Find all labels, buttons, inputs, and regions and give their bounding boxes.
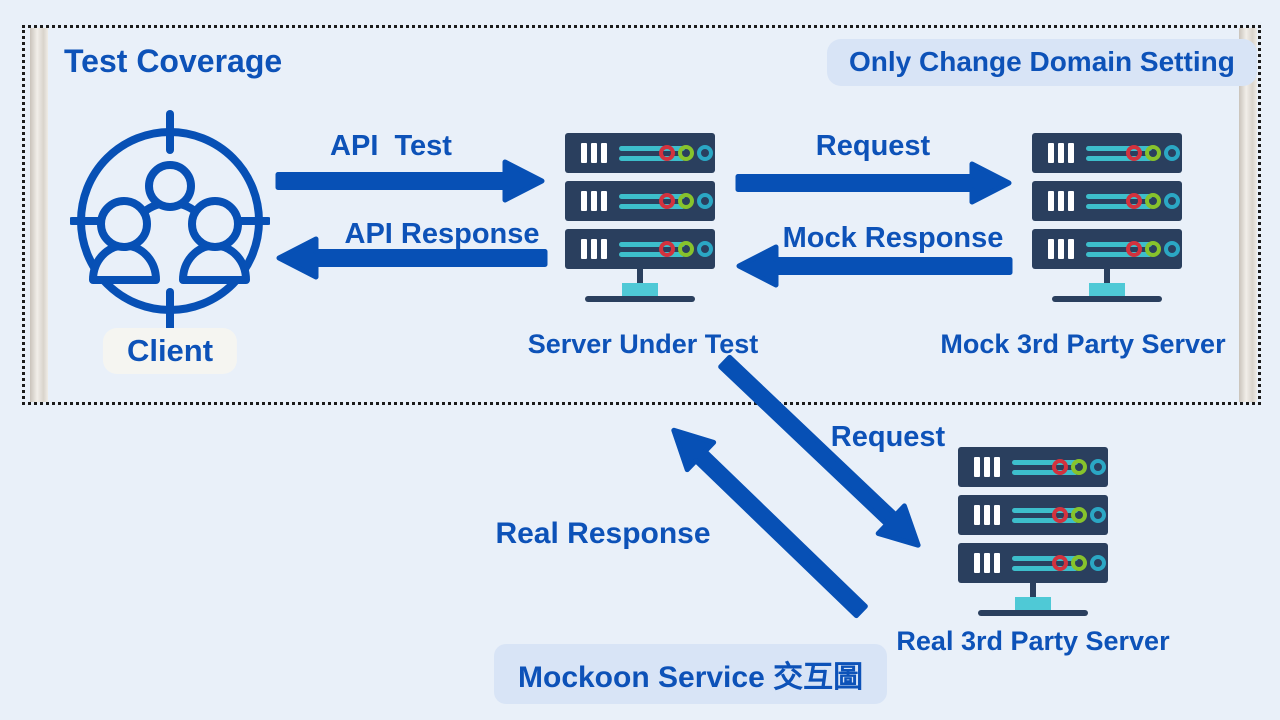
paper-edge-left (30, 28, 48, 402)
mock-server-label: Mock 3rd Party Server (940, 329, 1226, 359)
server-under-test-icon (565, 133, 715, 305)
domain-setting-badge: Only Change Domain Setting (827, 39, 1257, 86)
api-test-arrow-label: API Test (330, 130, 452, 162)
request-to-mock-arrow (735, 160, 1012, 206)
real-response-arrow (656, 412, 879, 630)
diagram-caption: Mockoon Service 交互圖 (494, 644, 888, 704)
request-to-mock-arrow-label: Request (815, 130, 931, 162)
real-server-label: Real 3rd Party Server (896, 626, 1170, 656)
api-test-arrow (275, 158, 545, 204)
request-to-real-arrow (707, 343, 936, 564)
mock-response-arrow (736, 243, 1013, 289)
client-label: Client (102, 328, 238, 374)
api-response-arrow (276, 235, 548, 281)
mock-3rd-party-server-icon (1032, 133, 1182, 305)
api-response-arrow-label: API Response (344, 218, 540, 250)
mock-response-arrow-label: Mock Response (782, 222, 1004, 254)
real-response-arrow-label: Real Response (495, 517, 711, 550)
real-3rd-party-server-icon (958, 447, 1108, 619)
paper-edge-right (1239, 28, 1257, 402)
test-coverage-box (22, 25, 1261, 405)
server-under-test-label: Server Under Test (527, 329, 759, 359)
request-to-real-arrow-label: Request (830, 421, 946, 453)
client-target-icon (68, 110, 272, 332)
page-title: Test Coverage (64, 43, 283, 79)
